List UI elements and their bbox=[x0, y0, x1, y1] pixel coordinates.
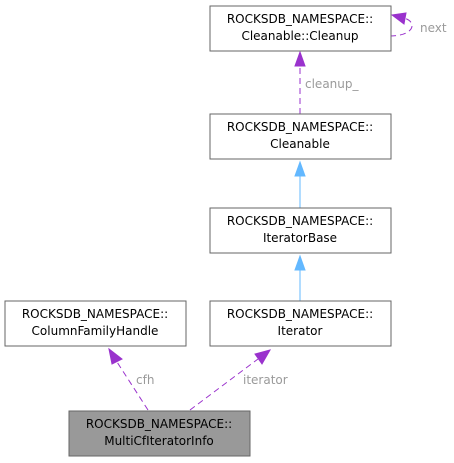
node-cleanable[interactable]: ROCKSDB_NAMESPACE:: Cleanable bbox=[209, 113, 392, 160]
edge-label-cleanup: cleanup_ bbox=[305, 77, 359, 91]
node-iteratorbase[interactable]: ROCKSDB_NAMESPACE:: IteratorBase bbox=[209, 207, 392, 254]
node-cleanable-cleanup[interactable]: ROCKSDB_NAMESPACE:: Cleanable::Cleanup bbox=[209, 5, 392, 52]
inheritance-edge-iteratorbase-to-iterator bbox=[294, 254, 306, 301]
node-iteratorbase-name: IteratorBase bbox=[263, 231, 337, 245]
edge-label-iterator: iterator bbox=[243, 373, 288, 387]
edge-label-next: next bbox=[420, 21, 447, 35]
node-cleanable-namespace: ROCKSDB_NAMESPACE:: bbox=[227, 120, 373, 134]
node-columnfamilyhandle-namespace: ROCKSDB_NAMESPACE:: bbox=[22, 307, 168, 321]
node-multicfiteratorinfo[interactable]: ROCKSDB_NAMESPACE:: MultiCfIteratorInfo bbox=[68, 410, 251, 457]
usage-edge-cfh-to-multicfiteratorinfo bbox=[108, 347, 149, 411]
node-iterator-name: Iterator bbox=[278, 324, 323, 338]
node-cleanable-name: Cleanable bbox=[270, 137, 330, 151]
usage-edge-iterator-to-multicfiteratorinfo bbox=[189, 349, 272, 411]
node-columnfamilyhandle-name: ColumnFamilyHandle bbox=[32, 324, 159, 338]
node-iterator-namespace: ROCKSDB_NAMESPACE:: bbox=[227, 307, 373, 321]
usage-edge-cleanup-to-cleanable bbox=[294, 50, 306, 114]
node-columnfamilyhandle[interactable]: ROCKSDB_NAMESPACE:: ColumnFamilyHandle bbox=[4, 300, 187, 347]
node-iteratorbase-namespace: ROCKSDB_NAMESPACE:: bbox=[227, 214, 373, 228]
inheritance-edge-cleanable-to-iteratorbase bbox=[294, 160, 306, 208]
node-cleanable-cleanup-name: Cleanable::Cleanup bbox=[241, 29, 358, 43]
node-multicfiteratorinfo-name: MultiCfIteratorInfo bbox=[104, 434, 214, 448]
usage-edge-cleanup-self-next bbox=[389, 12, 413, 37]
edge-label-cfh: cfh bbox=[136, 373, 154, 387]
node-iterator[interactable]: ROCKSDB_NAMESPACE:: Iterator bbox=[209, 300, 392, 347]
node-multicfiteratorinfo-namespace: ROCKSDB_NAMESPACE:: bbox=[86, 417, 232, 431]
node-cleanable-cleanup-namespace: ROCKSDB_NAMESPACE:: bbox=[227, 12, 373, 26]
